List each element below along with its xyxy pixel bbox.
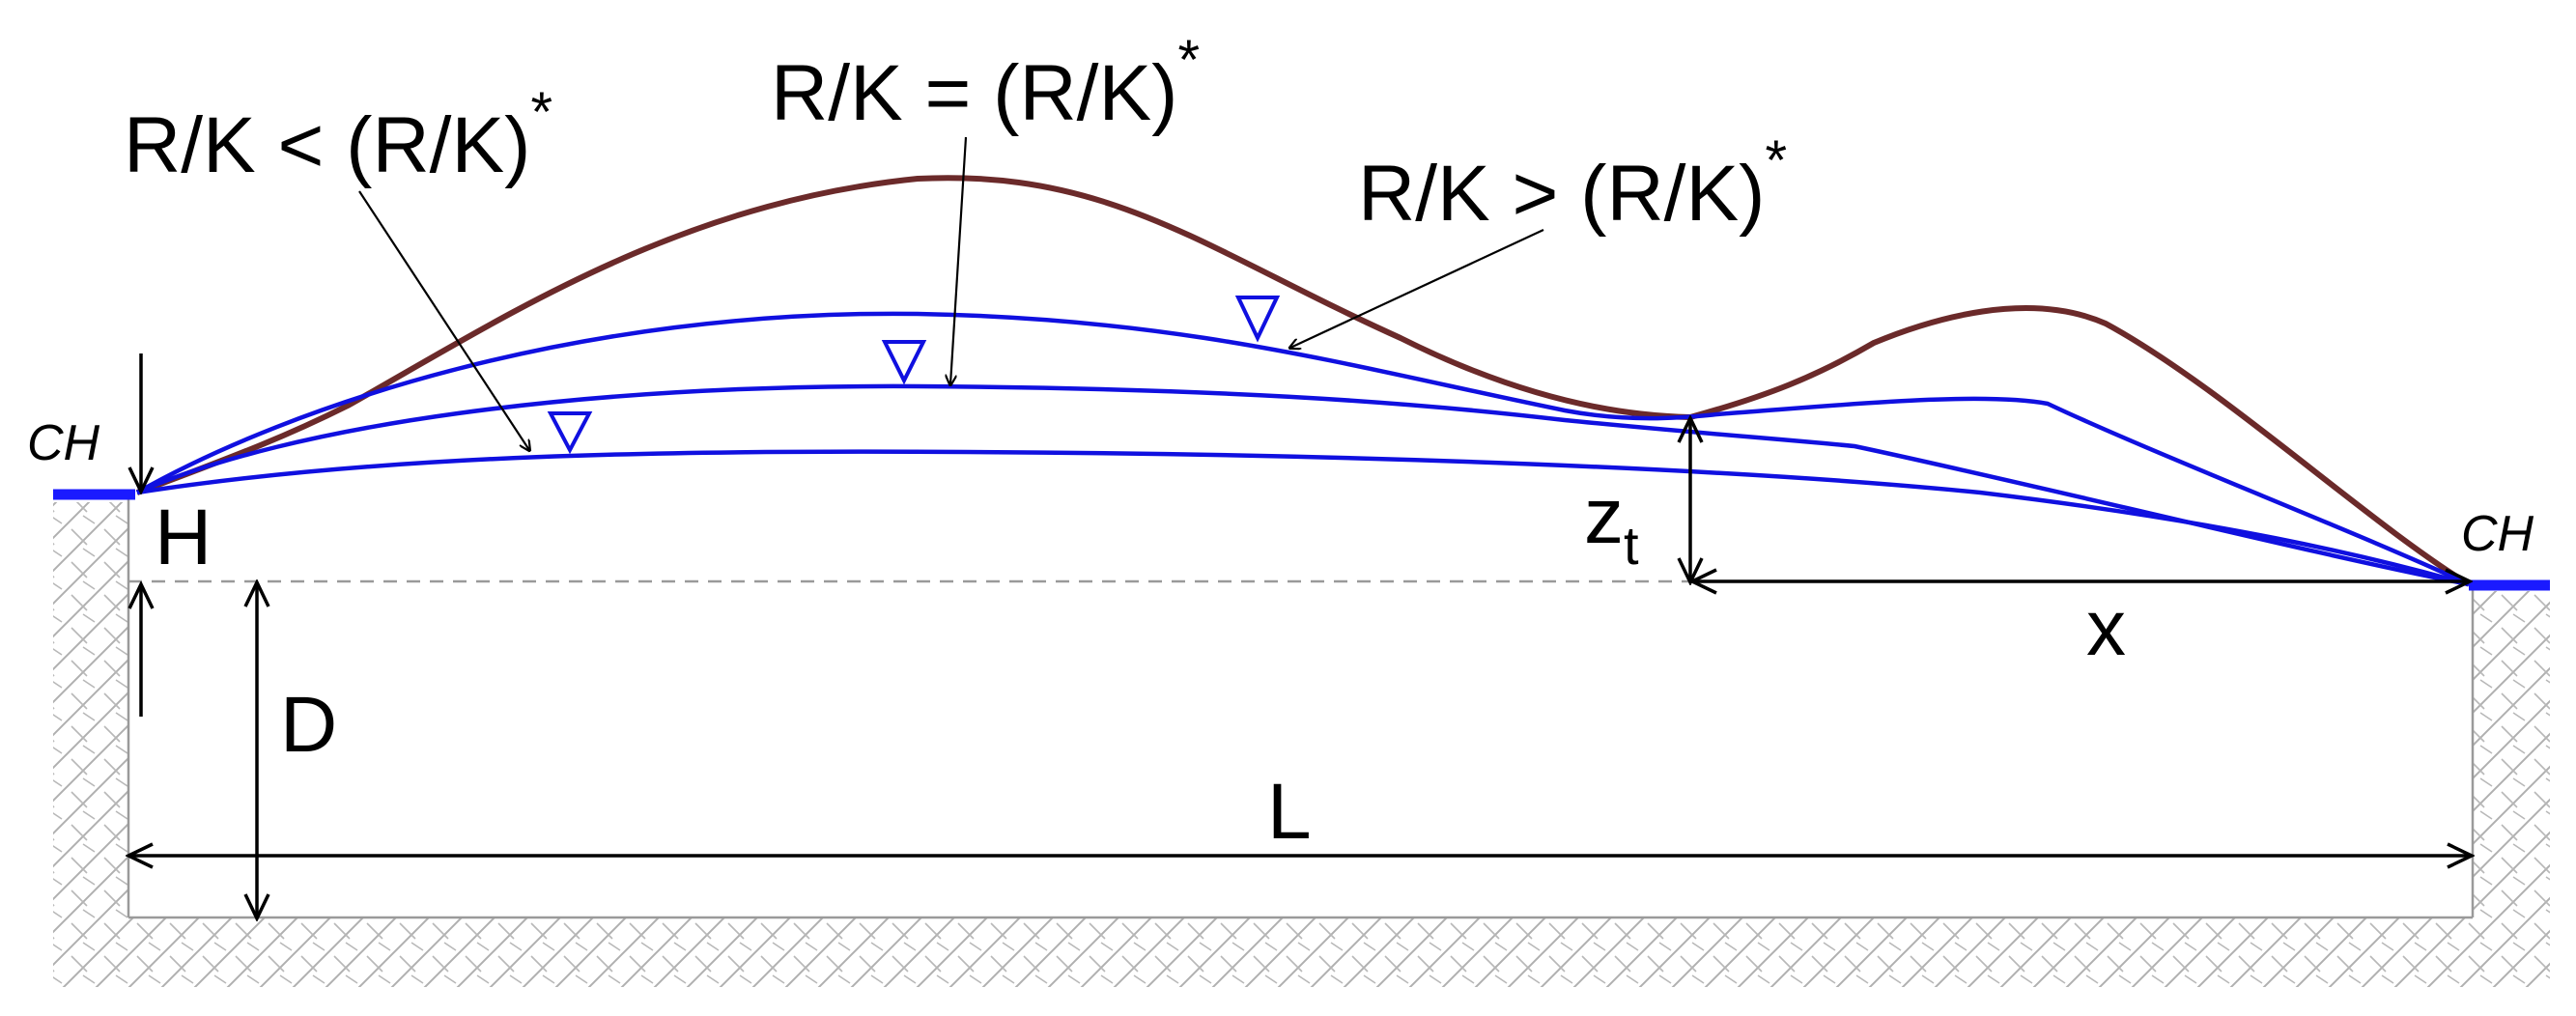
leader-rk-less xyxy=(358,190,529,450)
leader-rk-greater xyxy=(1290,229,1544,348)
label-x: x xyxy=(2086,584,2126,672)
water-table-markers xyxy=(547,296,1281,455)
dimension-arrows xyxy=(129,353,2471,917)
leader-rk-equal xyxy=(950,136,968,384)
water-table-rk-equal xyxy=(136,383,2470,587)
label-d: D xyxy=(280,681,337,769)
hatch-left-wall xyxy=(53,502,128,917)
label-rk-less: R/K < (R/K)* xyxy=(124,81,552,189)
water-table-rk-greater xyxy=(135,311,2470,587)
label-rk-equal: R/K = (R/K)* xyxy=(771,29,1200,137)
water-table-marker-icon xyxy=(881,340,927,385)
water-table-marker-icon xyxy=(547,411,593,455)
water-table-rk-less xyxy=(136,449,2470,587)
ground-hatch xyxy=(53,502,2550,987)
ground-surface-line xyxy=(135,175,2471,587)
label-ch-left: CH xyxy=(27,415,100,471)
label-ch-right: CH xyxy=(2461,506,2534,562)
label-zt: zt xyxy=(1584,472,1639,576)
label-h: H xyxy=(155,494,212,581)
label-rk-greater: R/K > (R/K)* xyxy=(1358,129,1787,238)
water-table-marker-icon xyxy=(1234,296,1281,343)
water-table-curves xyxy=(135,311,2470,587)
hatch-right-wall xyxy=(2473,591,2550,917)
hatch-bottom xyxy=(53,917,2550,987)
label-l: L xyxy=(1267,768,1312,856)
label-leaders xyxy=(358,136,1544,450)
